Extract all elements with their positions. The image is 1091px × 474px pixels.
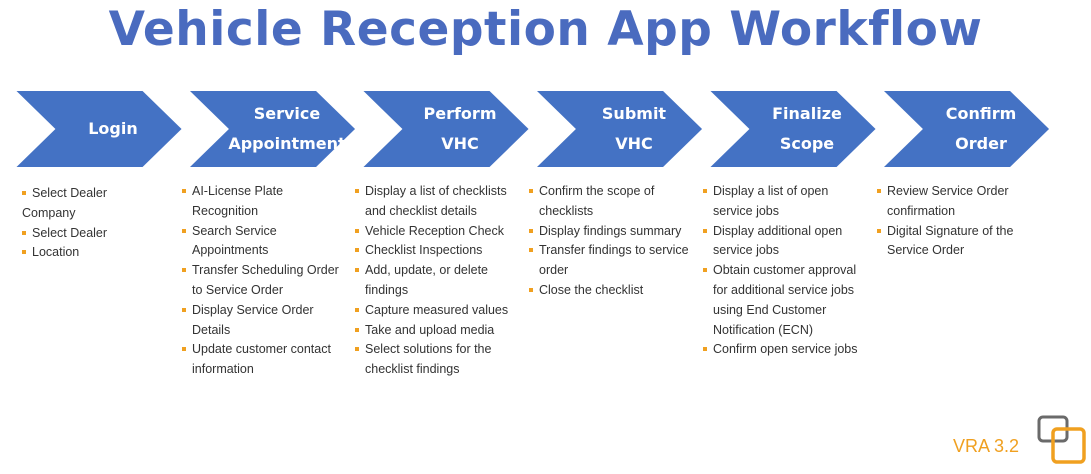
list-item: Close the checklist [529,281,695,301]
page-title: Vehicle Reception App Workflow [108,2,983,57]
list-item: Select solutions for the checklist findi… [355,340,521,380]
brand-logo-icon [1037,415,1086,464]
list-item: Checklist Inspections [355,241,521,261]
step-label-perform-vhc: Perform VHC [423,104,497,153]
logo-square-front [1051,427,1086,464]
list-item: Display Service Order Details [182,301,348,341]
version-label: VRA 3.2 [953,436,1020,456]
chevron-login [11,89,185,169]
list-item: Display findings summary [529,222,695,242]
chevron-perform-vhc [358,89,532,169]
list-item: Update customer contact information [182,340,348,380]
list-item: Confirm the scope of checklists [529,182,695,222]
list-item: Obtain customer approval for additional … [703,261,869,340]
list-item: Digital Signature of the Service Order [877,222,1043,262]
step-label-finalize-scope: Finalize Scope [772,104,842,153]
list-item: Select Dealer [22,184,188,204]
list-item: Location [22,243,188,263]
step-label-submit-vhc: Submit VHC [601,104,667,153]
list-item: Transfer findings to service order [529,241,695,281]
chevron-submit-vhc [532,89,705,169]
step-label-login: Login [88,119,138,138]
workflow-chevrons [11,89,1052,169]
list-item: Company [22,205,76,220]
list-item: Display a list of checklists and checkli… [355,182,521,222]
list-item: Take and upload media [355,321,521,341]
list-item: Select Dealer [22,224,188,244]
step-label-confirm-order: Confirm Order [945,104,1017,153]
list-item: Add, update, or delete findings [355,261,521,301]
list-item: Display additional open service jobs [703,222,869,262]
step-label-service-appointment: Service Appointment [228,104,346,153]
step-details-perform-vhc: Display a list of checklists and checkli… [355,182,521,380]
list-item: Vehicle Reception Check [355,222,521,242]
chevron-confirm-order [879,89,1052,169]
list-item: Transfer Scheduling Order to Service Ord… [182,261,348,301]
list-item: Search Service Appointments [182,222,348,262]
list-item: Confirm open service jobs [703,340,869,360]
list-item: AI-License Plate Recognition [182,182,348,222]
list-item: Capture measured values [355,301,521,321]
chevron-service-appointment [185,89,358,169]
list-item: Display a list of open service jobs [703,182,869,222]
list-item: Review Service Order confirmation [877,182,1043,222]
chevron-finalize-scope [705,89,879,169]
